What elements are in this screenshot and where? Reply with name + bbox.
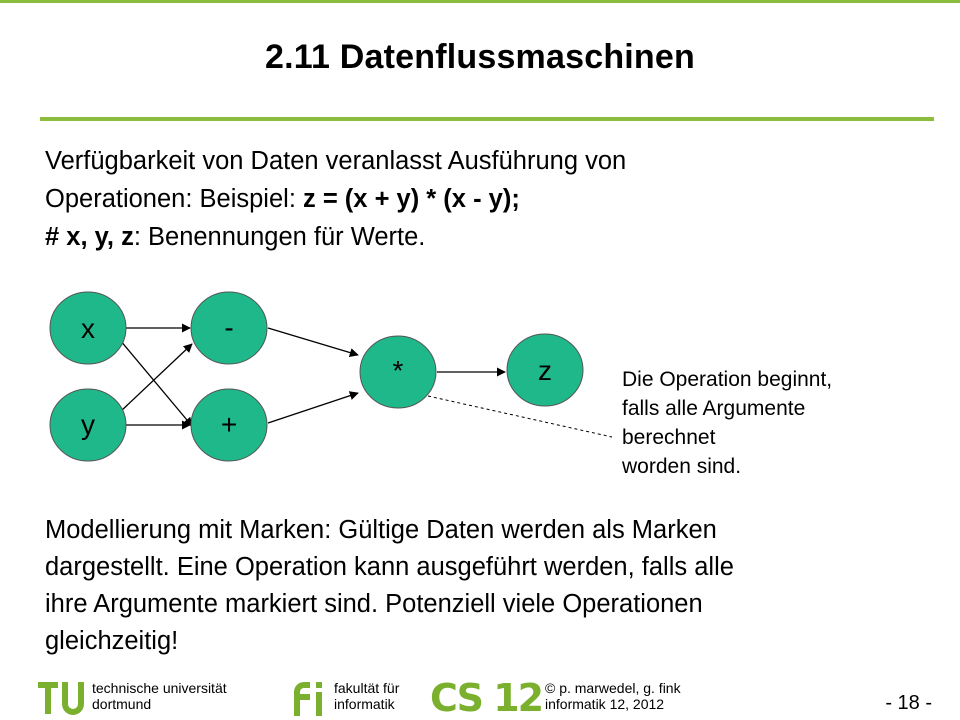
node-minus-label: -	[224, 312, 233, 343]
callout-dashed-line	[427, 395, 613, 438]
fi-logo-icon	[294, 682, 322, 716]
slide-footer: technische universität dortmund fakultät…	[0, 676, 960, 720]
intro-line-3: # x, y, z: Benennungen für Werte.	[45, 218, 925, 256]
bottom-line-3: ihre Argumente markiert sind. Potenziell…	[45, 590, 703, 618]
tu-name-line-2: dortmund	[92, 696, 152, 712]
example-formula: z = (x + y) * (x - y);	[303, 185, 520, 213]
note-line-3: berechnet	[622, 426, 716, 449]
tu-name: technische universität dortmund	[92, 680, 227, 712]
node-z: z	[506, 333, 584, 407]
dataflow-diagram: x y - + * z	[49, 291, 613, 462]
page-number: - 18 -	[885, 692, 932, 714]
node-y: y	[49, 388, 127, 462]
cs12-logo-icon: CS 12	[430, 676, 544, 720]
edge-y-to-minus	[119, 343, 193, 413]
intro-paragraph: Verfügbarkeit von Daten veranlasst Ausfü…	[45, 142, 925, 256]
intro-line-1: Verfügbarkeit von Daten veranlasst Ausfü…	[45, 147, 627, 175]
node-x-label: x	[81, 313, 95, 344]
intro-line-2-text: Operationen: Beispiel:	[45, 185, 303, 213]
fi-name: fakultät für informatik	[334, 680, 399, 712]
copyright-credit: © p. marwedel, g. fink informatik 12, 20…	[545, 680, 681, 712]
fi-name-line-2: informatik	[334, 696, 395, 712]
node-z-label: z	[538, 355, 552, 386]
node-minus: -	[190, 291, 268, 365]
callout-note: Die Operation beginnt, falls alle Argume…	[622, 365, 922, 481]
node-mult: *	[359, 335, 437, 409]
edge-plus-to-mult	[267, 391, 359, 424]
bottom-line-2: dargestellt. Eine Operation kann ausgefü…	[45, 553, 734, 581]
note-line-1: Die Operation beginnt,	[622, 368, 833, 391]
fi-name-line-1: fakultät für	[334, 680, 400, 696]
tu-logo-icon	[38, 682, 84, 715]
node-mult-label: *	[393, 355, 404, 386]
title-underline	[40, 117, 934, 121]
note-line-2: falls alle Argumente	[622, 397, 806, 420]
top-accent-rule	[0, 0, 960, 3]
slide-title: 2.11 Datenflussmaschinen	[265, 38, 695, 76]
bottom-line-4: gleichzeitig!	[45, 627, 179, 655]
bottom-paragraph: Modellierung mit Marken: Gültige Daten w…	[45, 512, 925, 660]
node-x: x	[49, 291, 127, 365]
edge-minus-to-mult	[267, 327, 359, 358]
credit-line-1: © p. marwedel, g. fink	[545, 680, 681, 696]
node-plus-label: +	[221, 409, 237, 440]
node-plus: +	[190, 388, 268, 462]
name-hash-list: # x, y, z	[45, 223, 134, 251]
intro-line-3-text: : Benennungen für Werte.	[133, 223, 426, 251]
tu-name-line-1: technische universität	[92, 680, 227, 696]
edge-x-to-plus	[119, 339, 193, 427]
intro-line-2: Operationen: Beispiel: z = (x + y) * (x …	[45, 180, 925, 218]
note-line-4: worden sind.	[622, 455, 742, 478]
node-y-label: y	[81, 409, 95, 440]
bottom-line-1: Modellierung mit Marken: Gültige Daten w…	[45, 516, 717, 544]
credit-line-2: informatik 12, 2012	[545, 696, 665, 712]
